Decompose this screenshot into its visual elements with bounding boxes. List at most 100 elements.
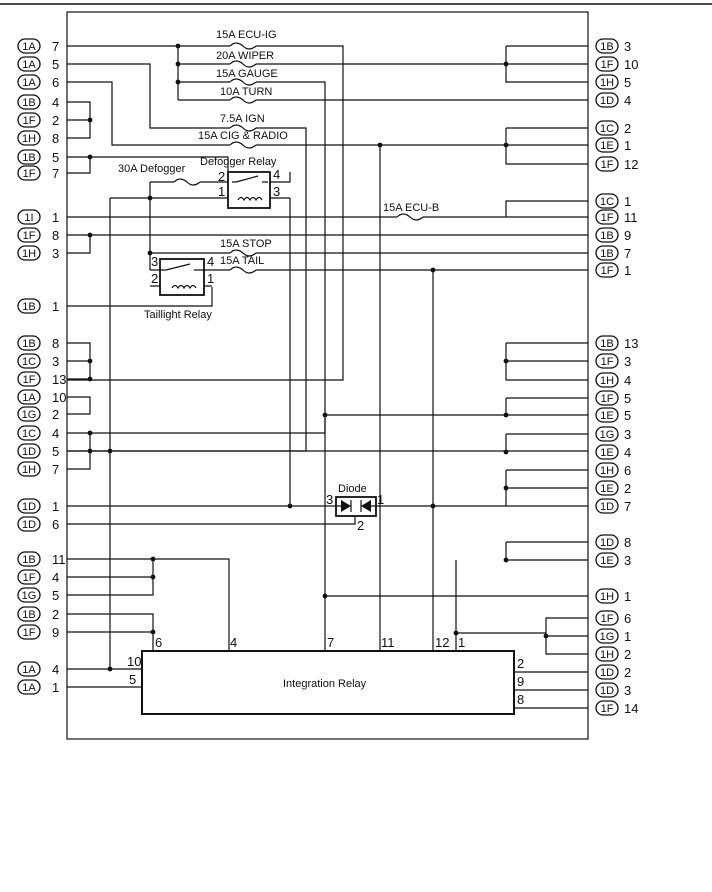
left-connector-pin: 5 (52, 444, 59, 459)
left-connector-id: 1A (22, 682, 36, 694)
taillight-relay-label: Taillight Relay (144, 309, 212, 321)
right-connector-id: 1D (600, 685, 614, 697)
right-connector-id: 1B (600, 41, 613, 53)
left-connector-id: 1C (22, 428, 36, 440)
left-connector-25: 1B 2 (17, 606, 59, 622)
defogger-pin-4: 4 (273, 167, 280, 182)
fuse-ign-label: 7.5A IGN (220, 113, 265, 125)
left-connector-23: 1F 4 (17, 569, 59, 585)
right-connector-pin: 3 (624, 427, 631, 442)
right-connector-pin: 1 (624, 629, 631, 644)
ir-pin-1: 1 (458, 635, 465, 650)
taillight-pin-4: 4 (207, 254, 214, 269)
taillight-pin-3: 3 (151, 254, 158, 269)
right-connector-pin: 5 (624, 391, 631, 406)
left-connector-id: 1G (22, 590, 37, 602)
left-connector-id: 1F (23, 374, 36, 386)
left-connector-pin: 8 (52, 131, 59, 146)
right-connector-pin: 2 (624, 647, 631, 662)
right-connector-pin: 6 (624, 463, 631, 478)
taillight-pin-2: 2 (151, 271, 158, 286)
left-connector-pin: 6 (52, 75, 59, 90)
left-connector-id: 1A (22, 392, 36, 404)
left-connector-id: 1F (23, 572, 36, 584)
right-connector-id: 1B (600, 338, 613, 350)
left-connector-pin: 2 (52, 607, 59, 622)
right-connector-id: 1C (600, 196, 614, 208)
fuse-ecu-ig-label: 15A ECU-IG (216, 29, 277, 41)
right-connector-id: 1G (600, 429, 615, 441)
left-connector-2: 1A 6 (17, 74, 59, 90)
ir-pin-9: 9 (517, 674, 524, 689)
diode-pin-3: 3 (326, 492, 333, 507)
ir-pin-6: 6 (155, 635, 162, 650)
right-connector-pin: 6 (624, 611, 631, 626)
defogger-relay: Defogger Relay 2 4 1 3 (200, 156, 291, 209)
right-connector-pin: 3 (624, 39, 631, 54)
defogger-pin-3: 3 (273, 184, 280, 199)
right-connector-id: 1E (600, 140, 613, 152)
right-connector-pin: 3 (624, 553, 631, 568)
right-connector-id: 1H (600, 465, 614, 477)
left-connector-pin: 7 (52, 39, 59, 54)
integration-relay: Integration Relay 6 4 7 11 12 1 10 5 2 9… (127, 635, 524, 715)
defogger-pin-2: 2 (218, 169, 225, 184)
right-connector-id: 1E (600, 483, 613, 495)
left-connector-pin: 5 (52, 57, 59, 72)
left-connector-pin: 4 (52, 570, 59, 585)
fuse-stop-label: 15A STOP (220, 238, 272, 250)
right-connector-id: 1F (601, 393, 614, 405)
right-connector-id: 1D (600, 667, 614, 679)
right-connector-pin: 2 (624, 481, 631, 496)
left-connector-pin: 2 (52, 407, 59, 422)
taillight-pin-1: 1 (207, 271, 214, 286)
wires (67, 45, 588, 709)
right-connector-id: 1H (600, 77, 614, 89)
left-connector-id: 1B (22, 609, 35, 621)
right-connector-id: 1F (601, 212, 614, 224)
left-connector-id: 1A (22, 77, 36, 89)
defogger-pin-1: 1 (218, 184, 225, 199)
integration-relay-label: Integration Relay (283, 678, 367, 690)
right-connector-pin: 4 (624, 373, 631, 388)
right-connector-id: 1F (601, 356, 614, 368)
left-connector-id: 1B (22, 338, 35, 350)
ir-pin-5: 5 (129, 672, 136, 687)
right-connector-pin: 1 (624, 138, 631, 153)
left-connector-pin: 11 (52, 552, 66, 567)
right-connector-19: 1H 6 (595, 462, 631, 478)
ir-pin-8: 8 (517, 692, 524, 707)
defogger-relay-label: Defogger Relay (200, 156, 277, 168)
ir-pin-11: 11 (381, 635, 395, 650)
left-connector-id: 1D (22, 519, 36, 531)
left-connector-id: 1G (22, 409, 37, 421)
left-connector-16: 1G 2 (17, 406, 59, 422)
taillight-relay: Taillight Relay 3 4 2 1 (144, 254, 214, 321)
left-connector-id: 1F (23, 230, 36, 242)
right-connector-12: 1B 13 (595, 335, 638, 351)
left-connector-id: 1B (22, 301, 35, 313)
right-connector-pin: 13 (624, 336, 638, 351)
